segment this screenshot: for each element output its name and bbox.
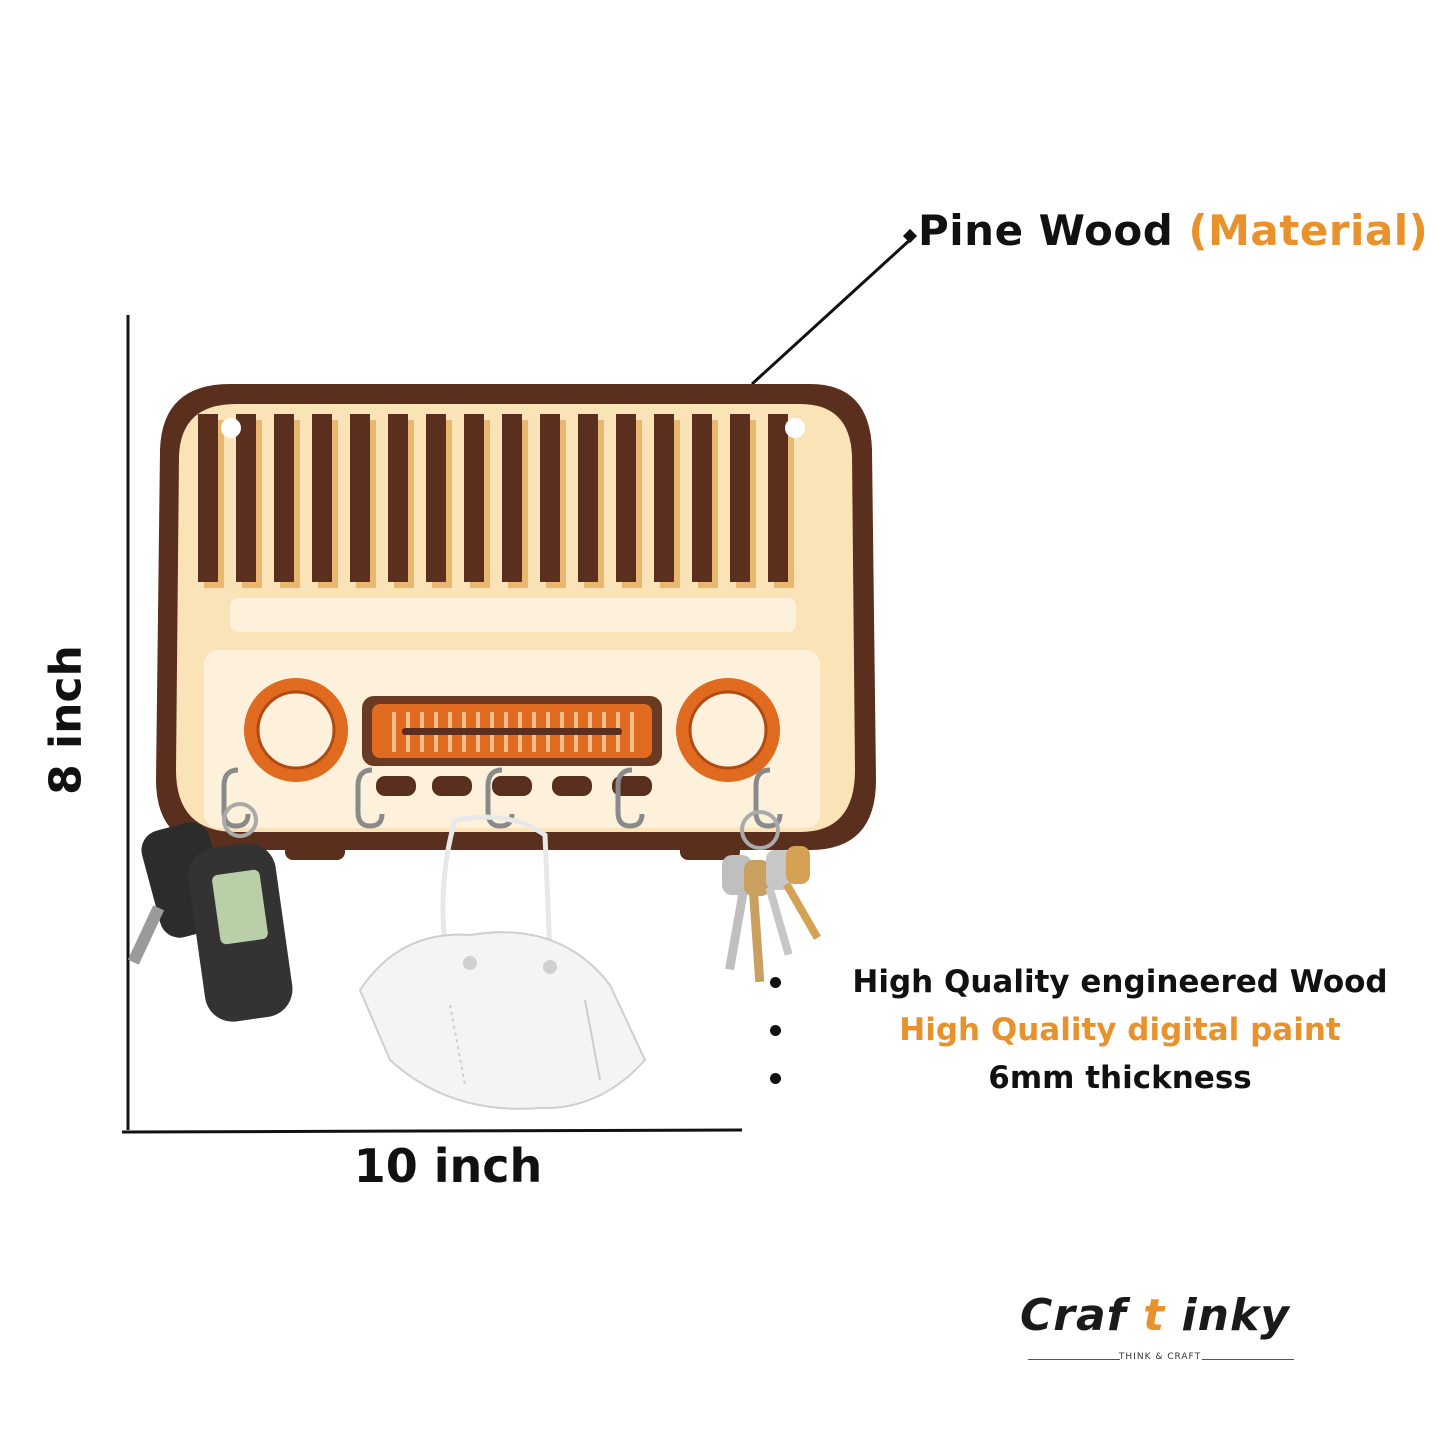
grille-slat [654,414,674,582]
grille-slat [274,414,294,582]
grille-slat [616,414,636,582]
car-keys [127,802,293,1022]
tagline-rule-right [1202,1359,1294,1360]
bullet-icon [770,1025,781,1036]
grille-slat [502,414,522,582]
brand-name-t: t [1143,1290,1166,1341]
brand-name-part2: inky [1181,1290,1290,1341]
feature-list: High Quality engineered Wood High Qualit… [770,958,1410,1102]
face-mask [358,814,647,1110]
brand-name: Craf t inky [1020,1290,1290,1341]
brand-logo: Craf t inky THINK & CRAFT [1020,1290,1305,1370]
feature-item: 6mm thickness [770,1054,1410,1102]
width-dimension-line [121,1128,743,1134]
bullet-icon [770,977,781,988]
grille-slat [388,414,408,582]
material-name: Pine Wood [918,206,1174,255]
hook [221,767,251,829]
feature-text: 6mm thickness [988,1060,1252,1096]
radio-button [432,776,472,796]
material-label: Pine Wood (Material) [918,206,1428,255]
grille-slat [540,414,560,582]
radio-button [612,776,652,796]
material-qualifier: (Material) [1188,206,1429,255]
feature-text: High Quality engineered Wood [852,964,1388,1000]
hook [355,767,385,829]
mount-hole-left [221,418,241,438]
grille-slat [578,414,598,582]
hook [485,767,515,829]
radio-key-holder [156,384,876,860]
feature-item: High Quality engineered Wood [770,958,1410,1006]
grille-slat [236,414,256,582]
bullet-icon [770,1073,781,1084]
grille-slat [768,414,788,582]
grille-slat [198,414,218,582]
feature-text: High Quality digital paint [899,1012,1341,1048]
radio-button [552,776,592,796]
house-keys [722,810,821,983]
brand-name-part1: Craf [1020,1290,1127,1341]
brand-tagline: THINK & CRAFT [1118,1352,1202,1362]
height-dimension-label: 8 inch [40,645,92,795]
radio-button [376,776,416,796]
grille-slats [198,414,794,588]
hook [615,767,645,829]
feature-item: High Quality digital paint [770,1006,1410,1054]
grille-slat [692,414,712,582]
grille-slat [464,414,484,582]
grille-slat [312,414,332,582]
tagline-rule-left [1028,1359,1120,1360]
mount-hole-right [785,418,805,438]
grille-slat [730,414,750,582]
grille-slat [350,414,370,582]
width-dimension-label: 10 inch [353,1139,543,1193]
material-pointer-line [750,236,914,386]
grille-slat [426,414,446,582]
hooks [221,767,783,829]
pointer-diamond [902,228,918,244]
radio-button [492,776,532,796]
